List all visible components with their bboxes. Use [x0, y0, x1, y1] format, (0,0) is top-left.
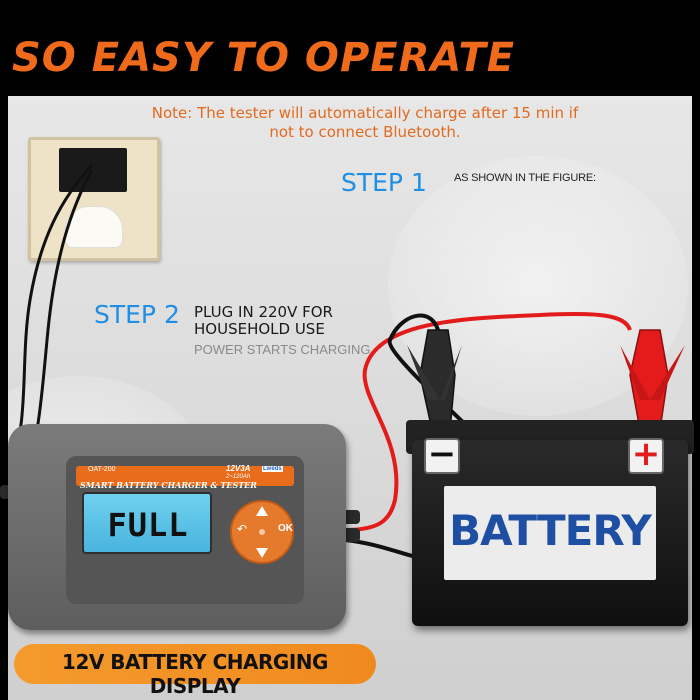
- charger-voltage: 12V3A: [226, 464, 251, 473]
- ok-key: OK: [278, 523, 293, 534]
- negative-terminal: [424, 438, 460, 474]
- charger-title: SMART BATTERY CHARGER & TESTER: [80, 480, 257, 490]
- wall-socket-icon: [28, 137, 160, 261]
- charger-lcd: [82, 492, 212, 554]
- plug-socket-icon: [59, 148, 127, 192]
- positive-terminal: [628, 438, 664, 474]
- step2-instruction: PLUG IN 220V FOR HOUSEHOLD USE: [194, 304, 333, 338]
- battery-label-box: [444, 486, 656, 580]
- charger-band: [76, 466, 294, 486]
- black-clamp-icon: [407, 329, 462, 431]
- red-clamp-icon: [620, 329, 685, 431]
- back-key: ↶: [237, 522, 248, 536]
- lcd-display-text: FULL: [107, 506, 189, 544]
- page-title: SO EASY TO OPERATE: [12, 35, 516, 81]
- step2-label: STEP 2: [94, 300, 180, 329]
- step1-caption: AS SHOWN IN THE FIGURE:: [454, 172, 596, 184]
- charger-brand: Lweds: [262, 466, 283, 472]
- battery-label: BATTERY: [449, 506, 652, 555]
- charger-keypad: [230, 500, 294, 564]
- keypad-arrows-icon: [256, 506, 268, 558]
- charger-range: 2~120Ah: [226, 474, 251, 480]
- bottom-caption-pill: [14, 644, 376, 684]
- plus-icon: +: [631, 434, 661, 474]
- bottom-caption: 12V BATTERY CHARGING DISPLAY: [62, 650, 328, 698]
- note-text: Note: The tester will automatically char…: [151, 104, 579, 141]
- outlet-icon: [65, 206, 123, 248]
- minus-icon: −: [427, 434, 457, 474]
- step2-line1: PLUG IN 220V FOR: [194, 303, 333, 321]
- charger-model: OAT-200: [88, 466, 116, 473]
- step2-line2: HOUSEHOLD USE: [194, 320, 325, 338]
- step2-subtext: POWER STARTS CHARGING: [194, 342, 371, 357]
- step1-label: STEP 1: [341, 168, 427, 197]
